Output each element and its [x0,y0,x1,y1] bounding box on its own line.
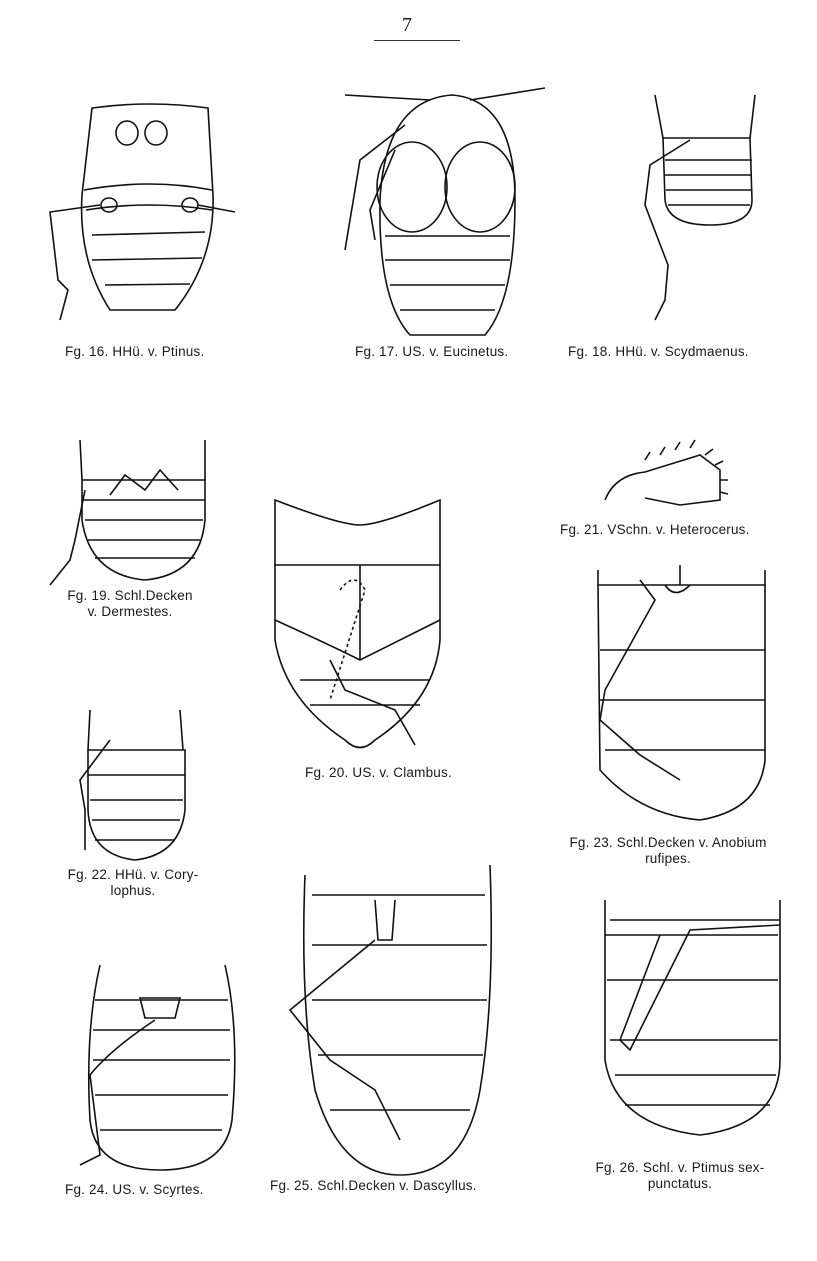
fig26-caption-line1: Fg. 26. Schl. v. Ptimus sex- [595,1160,765,1175]
fig26-caption-line2: punctatus. [647,1176,713,1191]
fig25-drawing [288,864,493,1176]
fig16-caption: Fg. 16. HHü. v. Ptinus. [65,344,205,359]
fig19-caption-line2: v. Dermestes. [87,604,173,619]
fig22-caption-line2: lophus. [110,883,156,898]
header-rule [374,40,460,41]
fig22-caption: Fg. 22. HHü. v. Cory- lophus. [48,867,218,899]
fig23-caption: Fg. 23. Schl.Decken v. Anobium rufipes. [548,835,788,867]
fig17-caption: Fg. 17. US. v. Eucinetus. [355,344,509,359]
fig19-drawing [49,439,206,586]
fig23-caption-line1: Fg. 23. Schl.Decken v. Anobium [569,835,767,850]
fig26-drawing [604,900,781,1136]
fig24-caption: Fg. 24. US. v. Scyrtes. [65,1182,204,1197]
fig17-drawing [344,87,546,336]
fig26-caption: Fg. 26. Schl. v. Ptimus sex- punctatus. [570,1160,790,1192]
fig22-drawing [79,709,186,861]
page-number: 7 [402,14,412,36]
fig23-drawing [597,565,766,821]
fig21-caption: Fg. 21. VSchn. v. Heterocerus. [560,522,750,537]
fig20-caption: Fg. 20. US. v. Clambus. [305,765,452,780]
fig20-drawing [274,498,441,749]
fig18-caption: Fg. 18. HHü. v. Scydmaenus. [568,344,749,359]
fig16-drawing [49,103,236,321]
fig21-drawing [604,439,729,506]
fig19-caption: Fg. 19. Schl.Decken v. Dermestes. [50,588,210,620]
fig19-caption-line1: Fg. 19. Schl.Decken [67,588,193,603]
fig25-caption: Fg. 25. Schl.Decken v. Dascyllus. [270,1178,477,1193]
fig24-drawing [79,964,236,1171]
fig18-drawing [644,94,756,321]
fig23-caption-line2: rufipes. [645,851,691,866]
fig22-caption-line1: Fg. 22. HHü. v. Cory- [67,867,199,882]
